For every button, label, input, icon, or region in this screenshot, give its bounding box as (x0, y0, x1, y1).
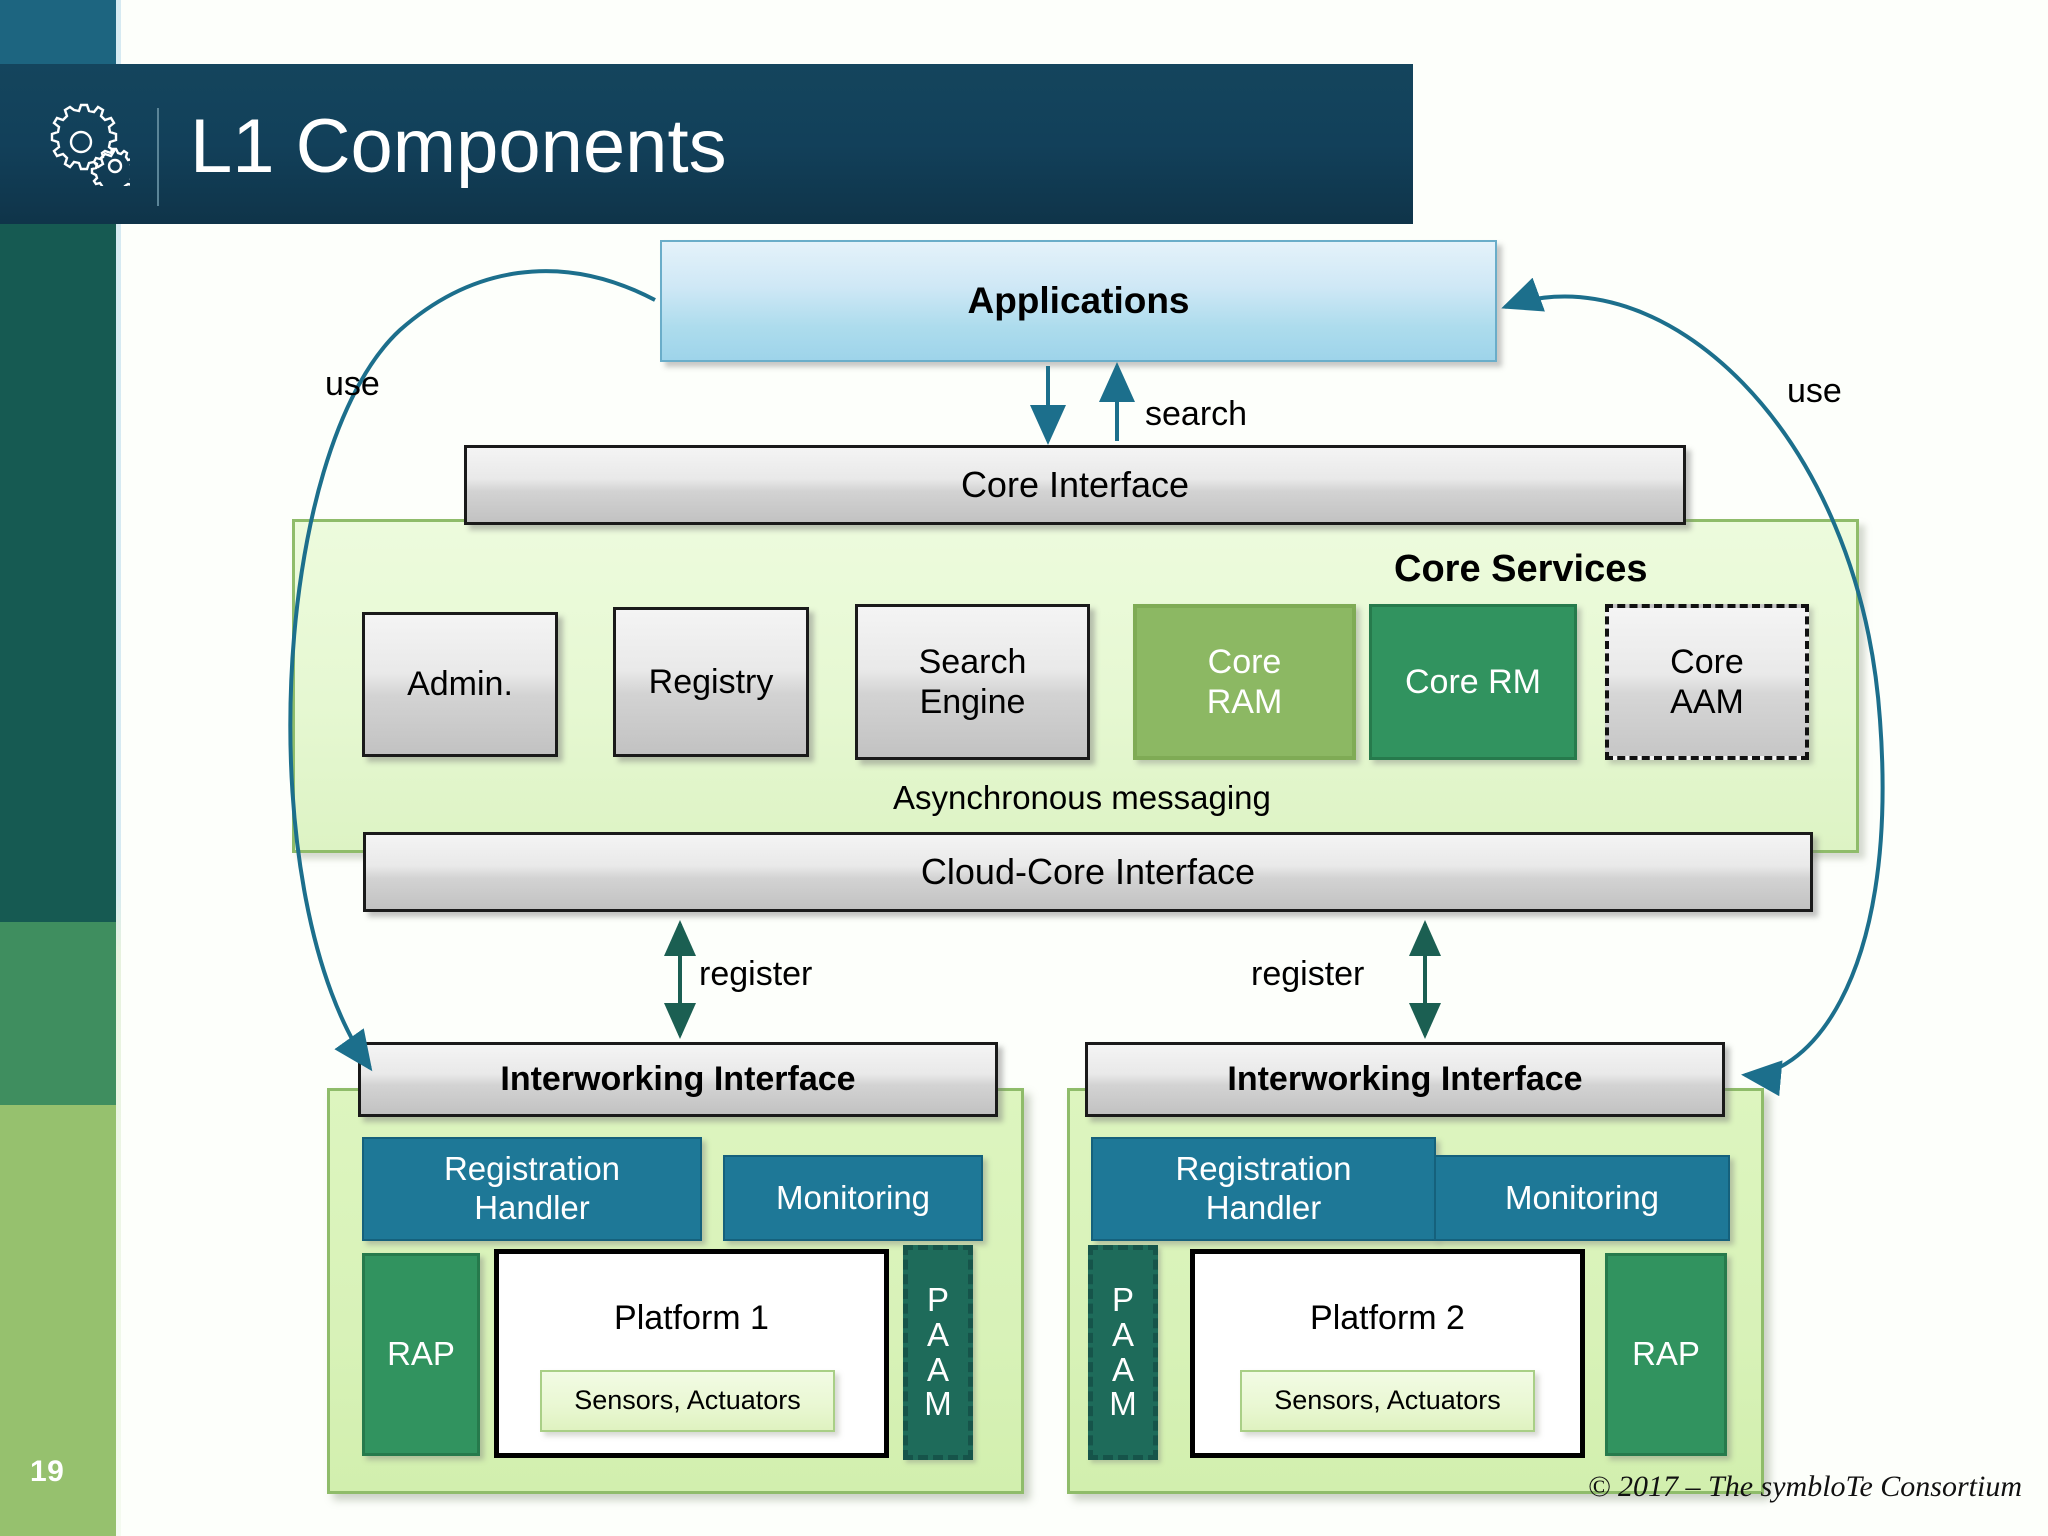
gears-icon (40, 102, 138, 196)
platform-2-paam-letter-0: P (1111, 1281, 1134, 1319)
platform-1-name: Platform 1 (614, 1299, 769, 1337)
cloud-core-interface-box[interactable]: Cloud-Core Interface (363, 832, 1813, 912)
title-divider (157, 108, 159, 206)
platform-2-monitoring[interactable]: Monitoring (1434, 1155, 1730, 1241)
core-service-search-engine-line2: Engine (919, 683, 1026, 721)
platform-1-paam-letter-1: A (926, 1315, 949, 1353)
platform-1-paam-letter-3: M (924, 1385, 952, 1423)
platform-2-registration-handler-line2: Handler (1205, 1189, 1322, 1226)
core-interface-box[interactable]: Core Interface (464, 445, 1686, 525)
core-service-core-aam[interactable]: Core AAM (1605, 604, 1809, 760)
platform-2-rap[interactable]: RAP (1605, 1253, 1727, 1456)
platform-1-sensors-actuators[interactable]: Sensors, Actuators (540, 1370, 835, 1432)
core-service-core-aam-line1: Core (1670, 642, 1744, 681)
platform-2-name: Platform 2 (1310, 1299, 1465, 1337)
rail-band-4 (0, 922, 116, 1105)
core-service-admin[interactable]: Admin. (362, 612, 558, 757)
platform-1-interworking-interface[interactable]: Interworking Interface (358, 1042, 998, 1117)
platform-2-paam-letter-2: A (1111, 1350, 1134, 1388)
page-title: L1 Components (190, 104, 727, 189)
platform-1-paam-letter-2: A (926, 1350, 949, 1388)
platform-1-rap[interactable]: RAP (362, 1253, 480, 1456)
core-service-search-engine-line1: Search (918, 642, 1027, 681)
use-left-label: use (325, 365, 380, 403)
rail-band-1 (0, 0, 116, 64)
platform-2-registration-handler-line1: Registration (1175, 1150, 1352, 1188)
platform-1-registration-handler[interactable]: Registration Handler (362, 1137, 702, 1241)
platform-2-paam[interactable]: P A A M (1088, 1245, 1158, 1460)
platform-1-monitoring[interactable]: Monitoring (723, 1155, 983, 1241)
core-service-registry[interactable]: Registry (613, 607, 809, 757)
register-right-label: register (1251, 955, 1365, 993)
platform-1-paam[interactable]: P A A M (903, 1245, 973, 1460)
core-service-core-ram[interactable]: Core RAM (1133, 604, 1356, 760)
core-services-title: Core Services (1394, 548, 1648, 590)
core-service-core-rm[interactable]: Core RM (1369, 604, 1577, 760)
page-number: 19 (30, 1455, 65, 1488)
search-label: search (1145, 395, 1248, 433)
title-bar: L1 Components (0, 64, 1413, 224)
core-service-search-engine[interactable]: Search Engine (855, 604, 1090, 760)
applications-box[interactable]: Applications (660, 240, 1497, 362)
core-service-core-ram-line2: RAM (1206, 683, 1283, 721)
use-right-label: use (1787, 372, 1842, 410)
rail-band-3 (0, 224, 116, 922)
platform-2-sensors-actuators[interactable]: Sensors, Actuators (1240, 1370, 1535, 1432)
rail-edge-highlight (116, 0, 121, 1536)
platform-2-registration-handler[interactable]: Registration Handler (1091, 1137, 1436, 1241)
platform-1-registration-handler-line1: Registration (443, 1150, 621, 1188)
core-service-core-aam-line2: AAM (1670, 683, 1744, 721)
platform-2-paam-letter-1: A (1111, 1315, 1134, 1353)
platform-1-paam-letter-0: P (926, 1281, 949, 1319)
rail-band-5 (0, 1105, 116, 1536)
copyright-footer: © 2017 – The symbloTe Consortium (1587, 1470, 2022, 1503)
core-service-core-ram-line1: Core (1207, 642, 1282, 681)
async-messaging-label: Asynchronous messaging (893, 779, 1271, 816)
platform-2-paam-letter-3: M (1109, 1385, 1137, 1423)
platform-1-registration-handler-line2: Handler (474, 1189, 590, 1226)
platform-2-interworking-interface[interactable]: Interworking Interface (1085, 1042, 1725, 1117)
register-left-label: register (699, 955, 813, 993)
